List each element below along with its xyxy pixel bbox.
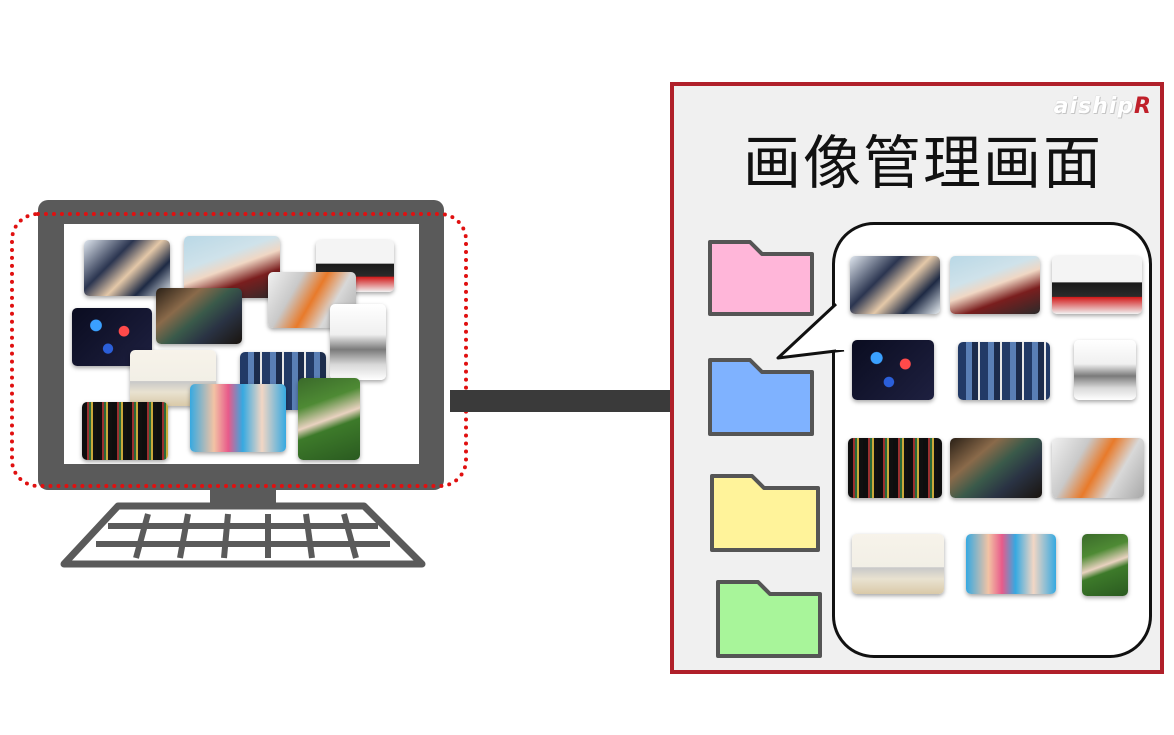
photo-woman-sunglasses xyxy=(184,236,280,298)
folder-icon xyxy=(708,358,814,436)
thumb-bookstore[interactable] xyxy=(848,438,942,498)
keyboard-icon xyxy=(60,502,426,568)
thumb-shopping-cart[interactable] xyxy=(1052,438,1144,498)
photo-mannequins xyxy=(156,288,242,344)
yellow-folder[interactable] xyxy=(708,472,820,552)
brand-logo: aishipR xyxy=(1053,94,1152,119)
blue-folder[interactable] xyxy=(706,356,814,436)
selection-outline xyxy=(10,212,468,488)
photo-two-girls xyxy=(190,384,286,452)
thumb-hand-grass[interactable] xyxy=(1082,534,1128,596)
green-folder[interactable] xyxy=(714,578,822,658)
thumb-two-girls[interactable] xyxy=(966,534,1056,594)
thumb-white-house[interactable] xyxy=(1074,340,1136,400)
thumb-bag-shoes[interactable] xyxy=(1052,256,1142,314)
arrow-right-icon xyxy=(450,390,680,412)
photo-hand-grass xyxy=(298,378,360,460)
folder-icon xyxy=(716,580,822,658)
folder-icon xyxy=(710,474,820,552)
folder-icon xyxy=(708,240,814,316)
pink-folder[interactable] xyxy=(706,238,814,318)
photo-bookstore xyxy=(82,402,168,460)
panel-title: 画像管理画面 xyxy=(742,129,1103,197)
photo-white-house xyxy=(330,304,386,380)
thumb-fashion-legs[interactable] xyxy=(850,256,940,314)
speech-bubble-tail xyxy=(776,302,848,360)
thumb-shirt-rack[interactable] xyxy=(958,342,1050,400)
thumb-mannequins[interactable] xyxy=(950,438,1042,498)
thumb-desk-plant[interactable] xyxy=(852,534,944,594)
thumb-woman-sunglasses[interactable] xyxy=(950,256,1040,314)
photo-fashion-legs xyxy=(84,240,170,296)
thumb-smartphone-apps[interactable] xyxy=(852,340,934,400)
